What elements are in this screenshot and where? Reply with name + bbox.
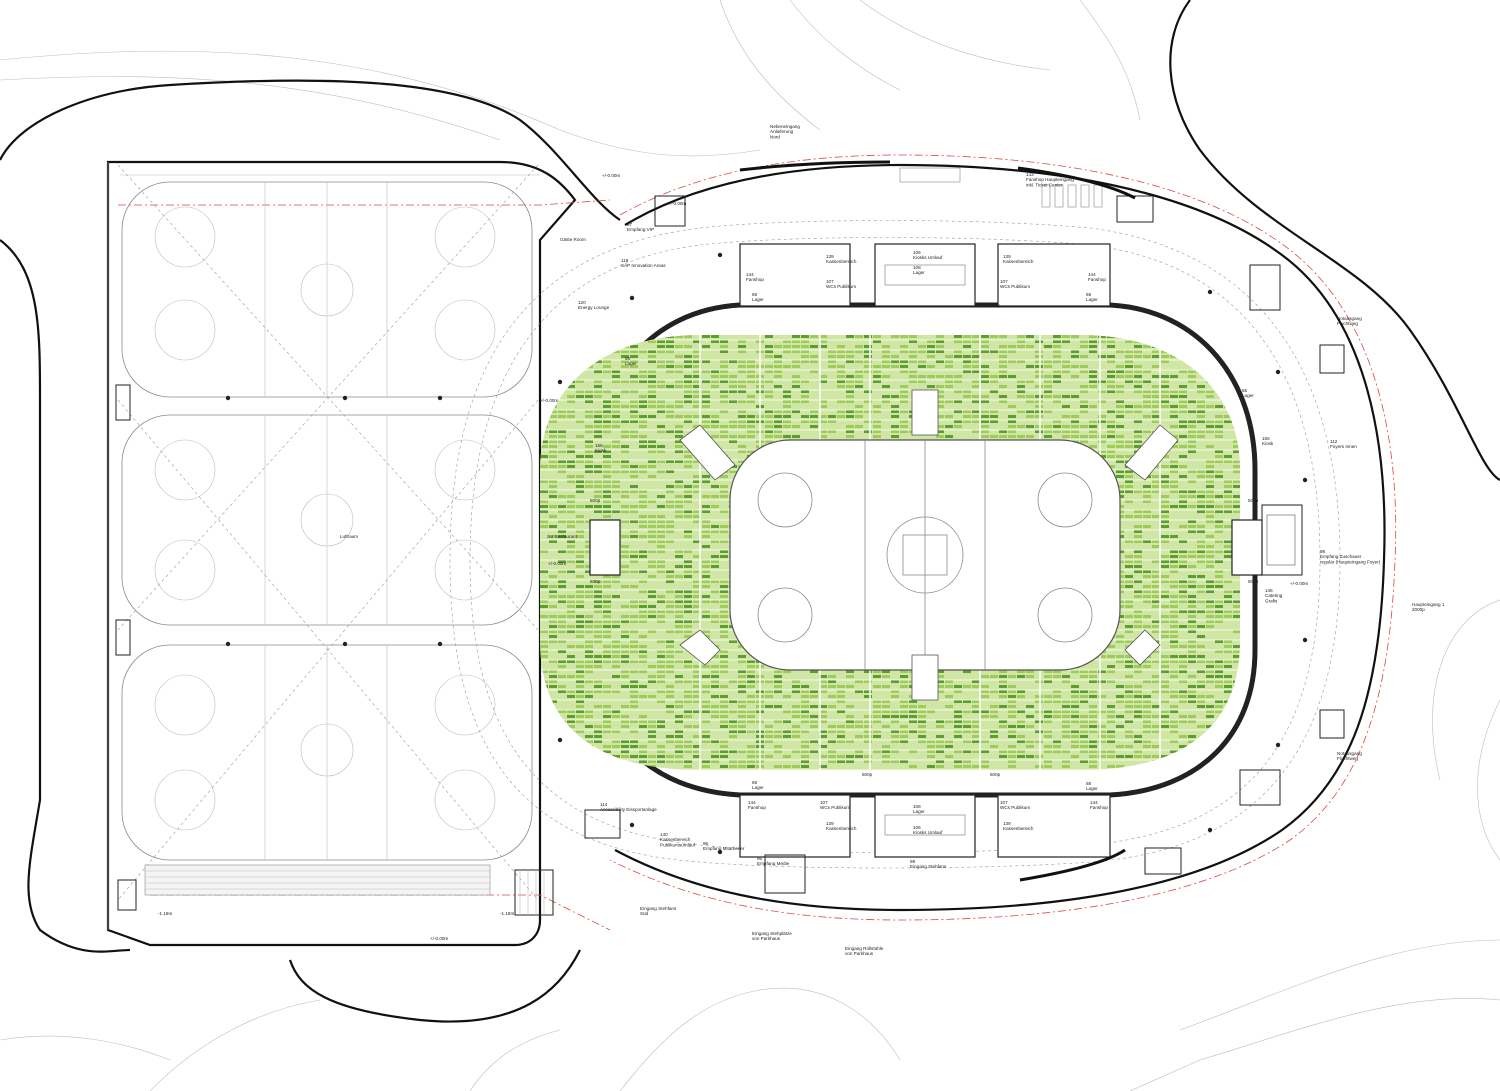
shop-stalls-top [899,167,1103,208]
training-rink-building [106,160,611,947]
service-blocks [584,195,1345,894]
terrain-boundaries [0,0,1500,1023]
rink-1 [121,181,533,398]
sector-label: 500p [990,772,1001,777]
room-label: Gäste Room [560,237,586,242]
sector-label: 500p [862,303,873,308]
sector-label: 500p [862,772,873,777]
main-arena [449,154,1397,921]
level-label: +/-0.00m [548,561,566,566]
main-ice-rink [729,439,1121,671]
sector-label: 500p [990,303,1001,308]
rink-2 [121,414,533,626]
sector-label: 500p [590,579,601,584]
level-label: +/-0.00m [1290,581,1308,586]
rink-3 [121,644,533,861]
sector-label: 500p [590,498,601,503]
room-label: Luftraum [340,534,358,539]
room-label: zur Seelaurant [547,534,578,539]
level-label: -1.18m [158,911,172,916]
sector-label: 500p [1248,498,1259,503]
level-label: +/-0.00m [602,173,620,178]
sector-label: 500p [1248,579,1259,584]
bleachers-training [144,864,491,896]
columns-left [225,395,443,647]
level-label: -1.18m [500,911,514,916]
level-label: +/-0.00m [668,201,686,206]
vomitories [679,389,1179,701]
level-label: +/-0.00m [430,936,448,941]
level-label: +/-0.00m [540,398,558,403]
